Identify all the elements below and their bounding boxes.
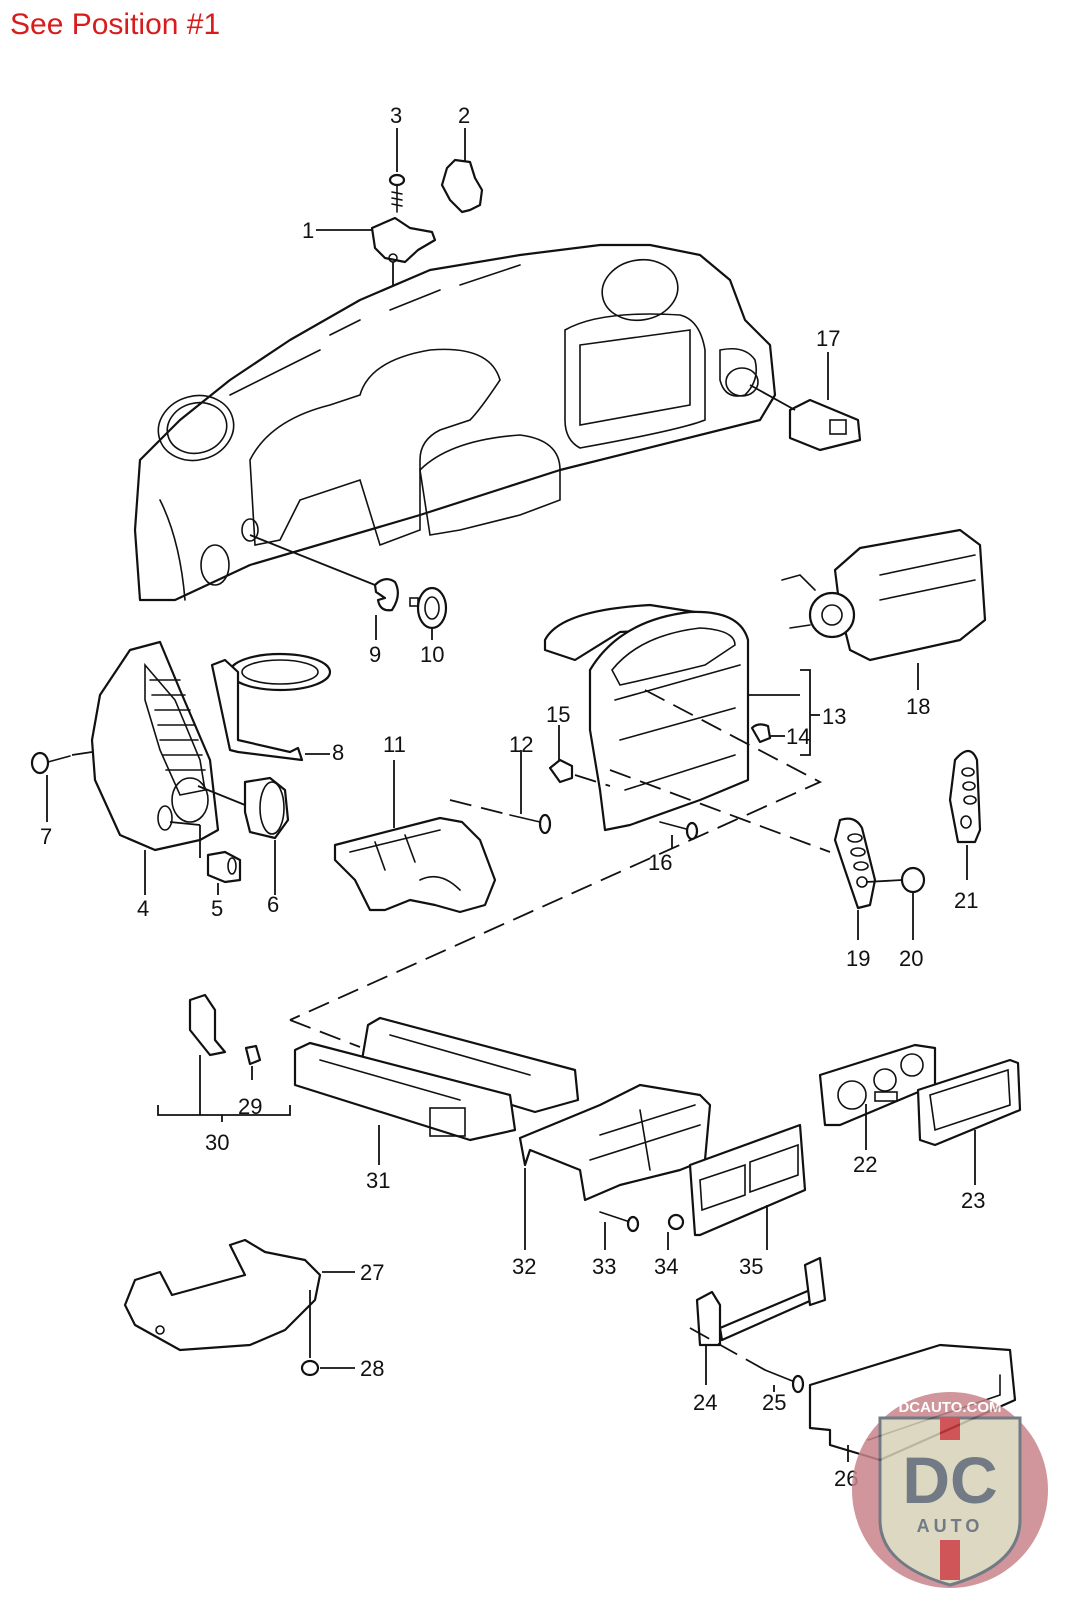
part-12-screw: [509, 813, 552, 835]
part-28-clip-nut: [300, 1359, 320, 1377]
callout-20: 20: [899, 946, 923, 971]
part-19-trim-panel: [833, 817, 877, 910]
callout-5: 5: [211, 896, 223, 921]
callout-1: 1: [302, 218, 314, 243]
part-34-nut: [667, 1213, 685, 1231]
part-18-airbag-module: [781, 528, 987, 662]
part-11-bracket: [333, 816, 497, 914]
part-1-bracket: [370, 216, 437, 264]
callout-25: 25: [762, 1390, 786, 1415]
part-25-screw: [764, 1369, 805, 1394]
callout-3: 3: [390, 103, 402, 128]
part-6-socket: [243, 776, 290, 840]
callout-24: 24: [693, 1390, 717, 1415]
callout-19: 19: [846, 946, 870, 971]
callout-18: 18: [906, 694, 930, 719]
part-32-mounting-frame: [518, 1083, 712, 1202]
part-20-cap: [900, 866, 926, 894]
callout-4: 4: [137, 896, 149, 921]
callout-33: 33: [592, 1254, 616, 1279]
part-21-trim-panel: [948, 749, 982, 844]
part-5-switch: [206, 850, 242, 884]
callout-11: 11: [383, 732, 406, 757]
part-14-clip: [750, 723, 772, 744]
part-27-lower-trim: [123, 1238, 322, 1352]
watermark-stripe-bottom: [940, 1540, 960, 1580]
callout-31: 31: [366, 1168, 390, 1193]
part-30-bracket: [188, 993, 227, 1057]
part-17-switch: [788, 398, 862, 452]
callout-17: 17: [816, 326, 840, 351]
callout-10: 10: [420, 642, 444, 667]
part-31-storage-box: [293, 1016, 580, 1142]
callout-35: 35: [739, 1254, 763, 1279]
callout-34: 34: [654, 1254, 678, 1279]
callout-21: 21: [954, 888, 978, 913]
part-29-clip: [244, 1044, 262, 1066]
watermark-shield: [878, 1416, 1022, 1587]
callout-13: 13: [822, 704, 846, 729]
part-9-clip: [373, 578, 399, 612]
watermark-mark: DC: [902, 1443, 997, 1517]
callout-30: 30: [205, 1130, 229, 1155]
part-24-support-bar: [695, 1256, 827, 1347]
part-35-face-plate: [688, 1123, 807, 1237]
part-16-screw: [659, 821, 699, 841]
watermark-site: DCAUTO.COM: [898, 1399, 1001, 1416]
callout-7: 7: [40, 824, 52, 849]
callout-2: 2: [458, 103, 470, 128]
part-10-grommet: [409, 586, 448, 630]
dashboard-panel: [133, 243, 777, 602]
callout-22: 22: [853, 1152, 877, 1177]
part-2-clip: [440, 158, 484, 214]
callout-15: 15: [546, 702, 570, 727]
part-22-climate-control-panel: [818, 1043, 937, 1127]
part-33-screw: [599, 1211, 640, 1233]
callout-labels: 1 2 3 4 5 6 7 8 9 10 11 12 13 14 15 16 1…: [40, 103, 985, 1491]
callout-27: 27: [360, 1260, 384, 1285]
callout-6: 6: [267, 892, 279, 917]
callout-12: 12: [509, 732, 533, 757]
see-position-note: See Position #1: [10, 8, 221, 41]
part-23-trim-frame: [916, 1058, 1022, 1147]
callout-16: 16: [648, 850, 672, 875]
watermark-stripe-top: [940, 1418, 960, 1440]
part-7-screw: [30, 751, 71, 775]
part-3-screw: [388, 173, 406, 213]
part-13-center-vent-assembly: [543, 603, 750, 832]
watermark-sub: AUTO: [917, 1516, 984, 1536]
callout-32: 32: [512, 1254, 536, 1279]
part-8-cup-holder: [210, 652, 332, 762]
part-15-clip: [548, 758, 574, 784]
part-4-side-vent-cover: [90, 640, 220, 852]
callout-8: 8: [332, 740, 344, 765]
callout-9: 9: [369, 642, 381, 667]
callout-14: 14: [786, 724, 810, 749]
callout-23: 23: [961, 1188, 985, 1213]
dcauto-watermark: DCAUTO.COM DC AUTO: [852, 1392, 1048, 1588]
callout-28: 28: [360, 1356, 384, 1381]
callout-29: 29: [238, 1094, 262, 1119]
